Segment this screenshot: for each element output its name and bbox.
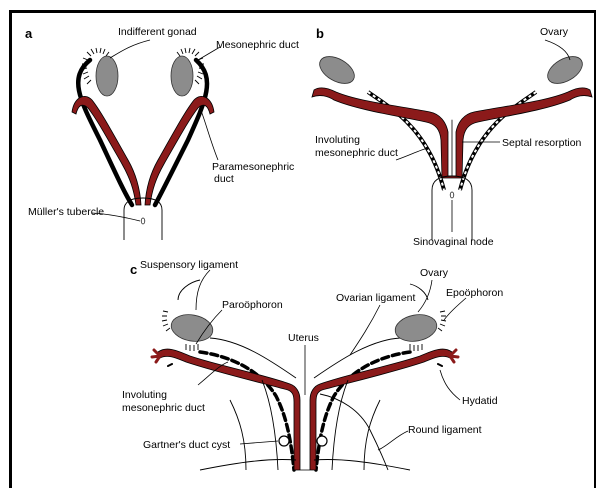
label-indifferent-gonad: Indifferent gonad: [118, 26, 197, 38]
panel-c: c: [122, 259, 503, 470]
ovary-left-c: [169, 312, 215, 345]
label-involuting-b-line2: mesonephric duct: [315, 147, 398, 159]
leader-round-ligament: [378, 431, 408, 450]
leader-ovary-b: [545, 40, 570, 60]
label-paramesonephric-duct-line1: Paramesonephric: [212, 161, 294, 173]
label-suspensory-ligament: Suspensory ligament: [140, 259, 238, 271]
paramesonephric-duct-right: [145, 96, 214, 205]
label-gartners-duct-cyst: Gartner's duct cyst: [143, 439, 230, 451]
leader-indifferent-gonad: [110, 40, 150, 58]
leader-gartners-cyst: [240, 441, 278, 444]
label-ovary-b: Ovary: [540, 26, 569, 38]
label-round-ligament: Round ligament: [408, 424, 482, 436]
panel-b-letter: b: [316, 26, 324, 41]
panel-a-letter: a: [25, 26, 33, 41]
indifferent-gonad-right: [171, 56, 193, 96]
label-ovary-c: Ovary: [420, 267, 449, 279]
ovary-right-b: [543, 51, 587, 89]
outer-contour-left: [230, 400, 246, 470]
panel-b: b Ovary Involuting mesonephric duct Sept…: [312, 26, 592, 248]
ovary-right-c: [393, 312, 439, 345]
leader-hydatid: [440, 370, 460, 400]
label-involuting-c-line1: Involuting: [122, 389, 167, 401]
mullers-tubercle: [141, 218, 145, 224]
label-sinovaginal-node: Sinovaginal node: [413, 236, 494, 248]
label-paroophoron: Paroöphoron: [222, 299, 283, 311]
label-paramesonephric-duct-line2: duct: [214, 173, 234, 185]
panel-c-letter: c: [130, 262, 137, 277]
panel-a: a Indifferent gonad Mesonephric duct Par…: [25, 26, 299, 240]
label-hydatid: Hydatid: [462, 395, 498, 407]
label-epoophoron: Epoöphoron: [446, 287, 503, 299]
epoophoron-right: [438, 311, 446, 331]
leader-paramesonephric-duct: [200, 108, 218, 160]
paroophoron-left: [186, 344, 198, 351]
label-mullers-tubercle: Müller's tubercle: [28, 206, 104, 218]
gartners-duct-cyst-right: [317, 436, 327, 446]
base-line-left: [200, 459, 296, 470]
leader-involuting-b: [396, 148, 428, 160]
sinovaginal-node: [450, 192, 454, 198]
leader-epoophoron: [444, 298, 466, 320]
label-septal-resorption: Septal resorption: [502, 137, 582, 149]
label-ovarian-ligament: Ovarian ligament: [336, 292, 415, 304]
label-involuting-c-line2: mesonephric duct: [122, 402, 205, 414]
ovary-left-b: [315, 51, 359, 89]
leader-ovary-c: [418, 280, 432, 312]
gartners-duct-cyst-left: [279, 436, 289, 446]
indifferent-gonad-left: [96, 56, 118, 96]
epoophoron-left: [162, 311, 170, 331]
label-mesonephric-duct: Mesonephric duct: [216, 39, 299, 51]
leader-suspensory-ligament: [196, 270, 210, 310]
base-line-right: [314, 459, 410, 470]
label-involuting-b-line1: Involuting: [315, 134, 360, 146]
label-uterus: Uterus: [288, 332, 319, 344]
paroophoron-right: [410, 344, 422, 351]
